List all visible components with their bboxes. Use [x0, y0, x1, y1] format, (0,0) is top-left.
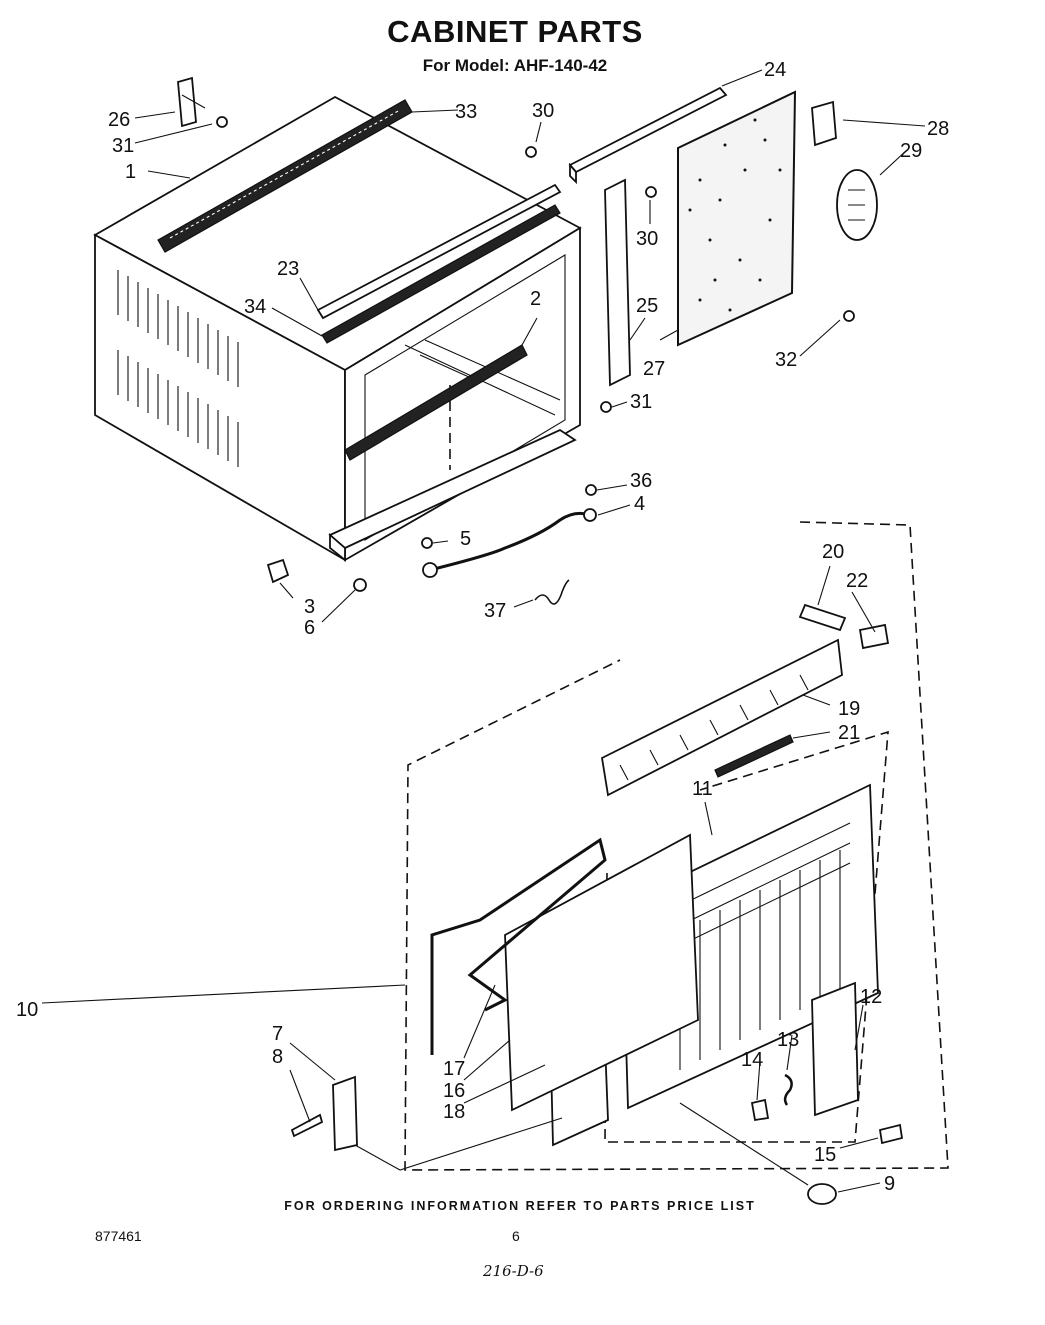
part-29: [836, 169, 878, 241]
callout-31a: 31: [112, 135, 134, 157]
bracket-7: [332, 1075, 358, 1152]
label-15: [878, 1123, 904, 1145]
callout-30b: 30: [636, 228, 658, 250]
callout-37: 37: [484, 600, 506, 622]
callout-2: 2: [530, 288, 541, 310]
callout-16: 16: [443, 1080, 465, 1102]
callout-29: 29: [900, 140, 922, 162]
callout-33: 33: [455, 101, 477, 123]
knob-9: [807, 1183, 837, 1205]
model-subtitle: For Model: AHF-140-42: [422, 56, 608, 75]
part-28: [811, 100, 837, 147]
bracket-26: [177, 76, 206, 128]
rail-23: [316, 183, 562, 320]
callout-9: 9: [884, 1173, 895, 1195]
callout-19: 19: [838, 698, 860, 720]
callout-6: 6: [304, 617, 315, 639]
part-6: [353, 578, 367, 592]
callout-32: 32: [775, 349, 797, 371]
callout-23: 23: [277, 258, 299, 280]
screws: [216, 116, 855, 549]
callout-5: 5: [460, 528, 471, 550]
handwritten-note: 216-D-6: [483, 1262, 544, 1280]
frame-16: [504, 833, 699, 1112]
callout-24: 24: [764, 59, 786, 81]
page-title: CABINET PARTS: [387, 14, 643, 49]
callout-27: 27: [643, 358, 665, 380]
callout-labels: 26 31 1 33 30 24 28 29 30 23 2 34 25 27 …: [16, 59, 949, 1195]
callout-14: 14: [741, 1049, 763, 1071]
callout-34: 34: [244, 296, 266, 318]
knob-20: [798, 603, 847, 632]
callout-7: 7: [272, 1023, 283, 1045]
callout-12: 12: [860, 986, 882, 1008]
clip-13: [783, 1073, 793, 1106]
filter-27: [677, 90, 797, 347]
ordering-note: FOR ORDERING INFORMATION REFER TO PARTS …: [284, 1199, 756, 1213]
page-number: 6: [512, 1228, 520, 1244]
callout-11: 11: [692, 778, 713, 800]
rail-2: [344, 344, 528, 461]
bracket-22: [858, 623, 890, 650]
part-3: [266, 558, 290, 584]
callout-15: 15: [814, 1144, 836, 1166]
bracket-24: [568, 86, 728, 185]
callout-4: 4: [634, 493, 645, 515]
callout-3: 3: [304, 596, 315, 618]
rod-21: [714, 734, 794, 778]
callout-30a: 30: [532, 100, 554, 122]
clip-14: [750, 1098, 770, 1122]
leader-lines: [41, 69, 926, 1193]
document-number: 877461: [95, 1228, 142, 1244]
callout-17: 17: [443, 1058, 465, 1080]
part-37: [534, 579, 570, 605]
callout-31b: 31: [630, 391, 652, 413]
ground-wire: [422, 508, 597, 578]
wire-frame-17: [430, 837, 607, 1055]
panel-12: [811, 981, 859, 1117]
side-channel-25: [604, 178, 631, 387]
callout-8: 8: [272, 1046, 283, 1068]
callout-22: 22: [846, 570, 868, 592]
callout-1: 1: [125, 161, 136, 183]
callout-26: 26: [108, 109, 130, 131]
callout-18: 18: [443, 1101, 465, 1123]
callout-25: 25: [636, 295, 658, 317]
rail-34: [321, 204, 561, 344]
callout-13: 13: [777, 1029, 799, 1051]
cabinet-louvers: [117, 270, 239, 467]
louver-assembly-19: [601, 638, 843, 797]
callout-21: 21: [838, 722, 860, 744]
pin-8: [290, 1113, 324, 1138]
callout-28: 28: [927, 118, 949, 140]
callout-20: 20: [822, 541, 844, 563]
callout-10: 10: [16, 999, 38, 1021]
callout-36: 36: [630, 470, 652, 492]
